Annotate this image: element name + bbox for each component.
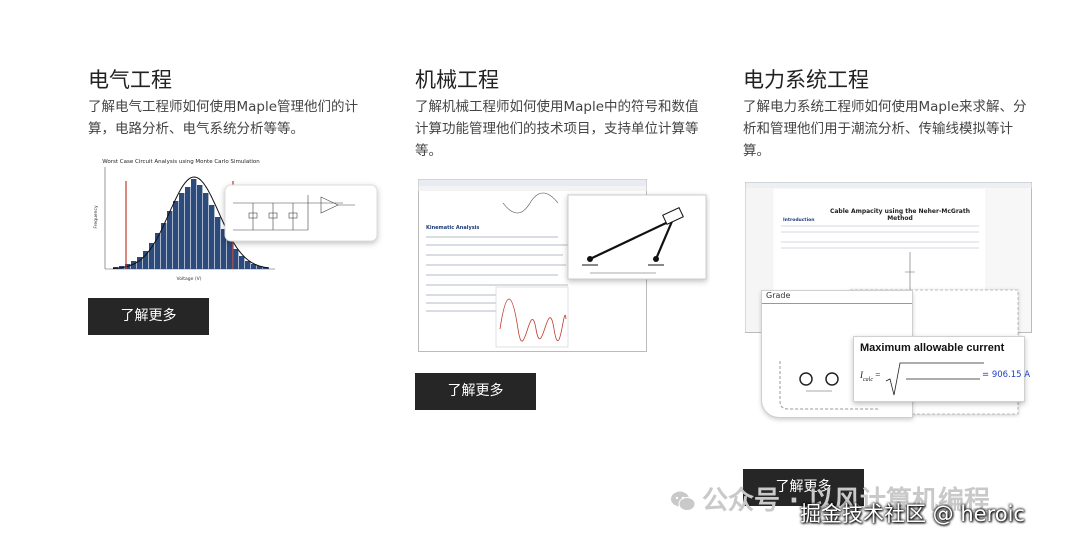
card-title: 电气工程 <box>88 68 172 92</box>
circuit-overlay <box>224 184 378 242</box>
histogram-bar <box>209 205 215 269</box>
normal-curve <box>112 176 270 269</box>
electrical-preview-image: Worst Case Circuit Analysis using Monte … <box>93 155 383 290</box>
callout-formula-radical <box>885 362 984 396</box>
histogram-bar <box>221 229 227 269</box>
histogram-bar <box>137 257 143 269</box>
max-current-callout: Maximum allowable current Icalc = = 906.… <box>853 336 1030 402</box>
learn-more-button-electrical[interactable]: 了解更多 <box>88 298 209 335</box>
watermark-bottom: 掘金技术社区 @ heroic <box>800 502 1025 526</box>
x-axis-label: Voltage (V) <box>177 276 202 282</box>
histogram-bar <box>263 267 269 269</box>
histogram-bar <box>161 223 167 269</box>
card-description: 了解电气工程师如何使用Maple管理他们的计算，电路分析、电气系统分析等等。 <box>88 99 359 137</box>
card-title: 机械工程 <box>415 68 499 92</box>
histogram-bar <box>197 185 203 269</box>
circuit-schematic <box>233 195 355 231</box>
watermark-top: 公众号 · 以风计算机编程 <box>670 480 990 517</box>
histogram-bar <box>131 261 137 269</box>
section-heading: Kinematic Analysis <box>426 225 479 231</box>
card-mechanical: 机械工程 了解机械工程师如何使用Maple中的符号和数值计算功能管理他们的技术项… <box>415 66 715 162</box>
histogram-bar <box>203 193 209 269</box>
callout-title: Maximum allowable current <box>860 342 1005 354</box>
histogram-bar <box>233 249 239 269</box>
histogram-bar <box>173 201 179 269</box>
card-description: 了解电力系统工程师如何使用Maple来求解、分析和管理他们用于潮流分析、传输线模… <box>743 99 1027 159</box>
learn-more-button-power[interactable]: 了解更多 <box>743 469 864 506</box>
chart-title: Worst Case Circuit Analysis using Monte … <box>102 159 260 165</box>
histogram-bar <box>239 256 245 269</box>
card-power-systems: 电力系统工程 了解电力系统工程师如何使用Maple来求解、分析和管理他们用于潮流… <box>743 66 1043 162</box>
y-axis-label: Frequency <box>93 205 99 229</box>
card-title: 电力系统工程 <box>743 68 869 92</box>
callout-result: = 906.15 A <box>982 370 1031 380</box>
histogram-bar <box>191 179 197 269</box>
wechat-icon <box>670 489 696 511</box>
grade-label: Grade <box>766 291 791 300</box>
histogram-bar <box>185 187 191 269</box>
histogram-bar <box>257 266 263 269</box>
learn-more-button-mechanical[interactable]: 了解更多 <box>415 373 536 410</box>
oscillation-curve <box>499 298 567 342</box>
mechanical-preview-image: Kinematic Analysis <box>418 179 707 352</box>
histogram-bar <box>149 243 155 269</box>
power-preview-image: Cable Ampacity using the Neher-McGrath M… <box>745 182 1033 418</box>
document-section: Introduction <box>783 218 815 223</box>
histogram-bar <box>215 217 221 269</box>
histogram-bar <box>245 261 251 269</box>
document-title: Cable Ampacity using the Neher-McGrath M… <box>829 208 970 222</box>
histogram-bar <box>179 193 185 269</box>
histogram-bar <box>167 211 173 269</box>
card-description: 了解机械工程师如何使用Maple中的符号和数值计算功能管理他们的技术项目，支持单… <box>415 99 699 159</box>
histogram-bar <box>143 251 149 269</box>
histogram-bar <box>227 239 233 269</box>
histogram-bar <box>155 233 161 269</box>
card-electrical: 电气工程 了解电气工程师如何使用Maple管理他们的计算，电路分析、电气系统分析… <box>88 66 388 140</box>
histogram-bar <box>251 264 257 269</box>
callout-formula-lhs: Icalc = <box>860 370 881 383</box>
